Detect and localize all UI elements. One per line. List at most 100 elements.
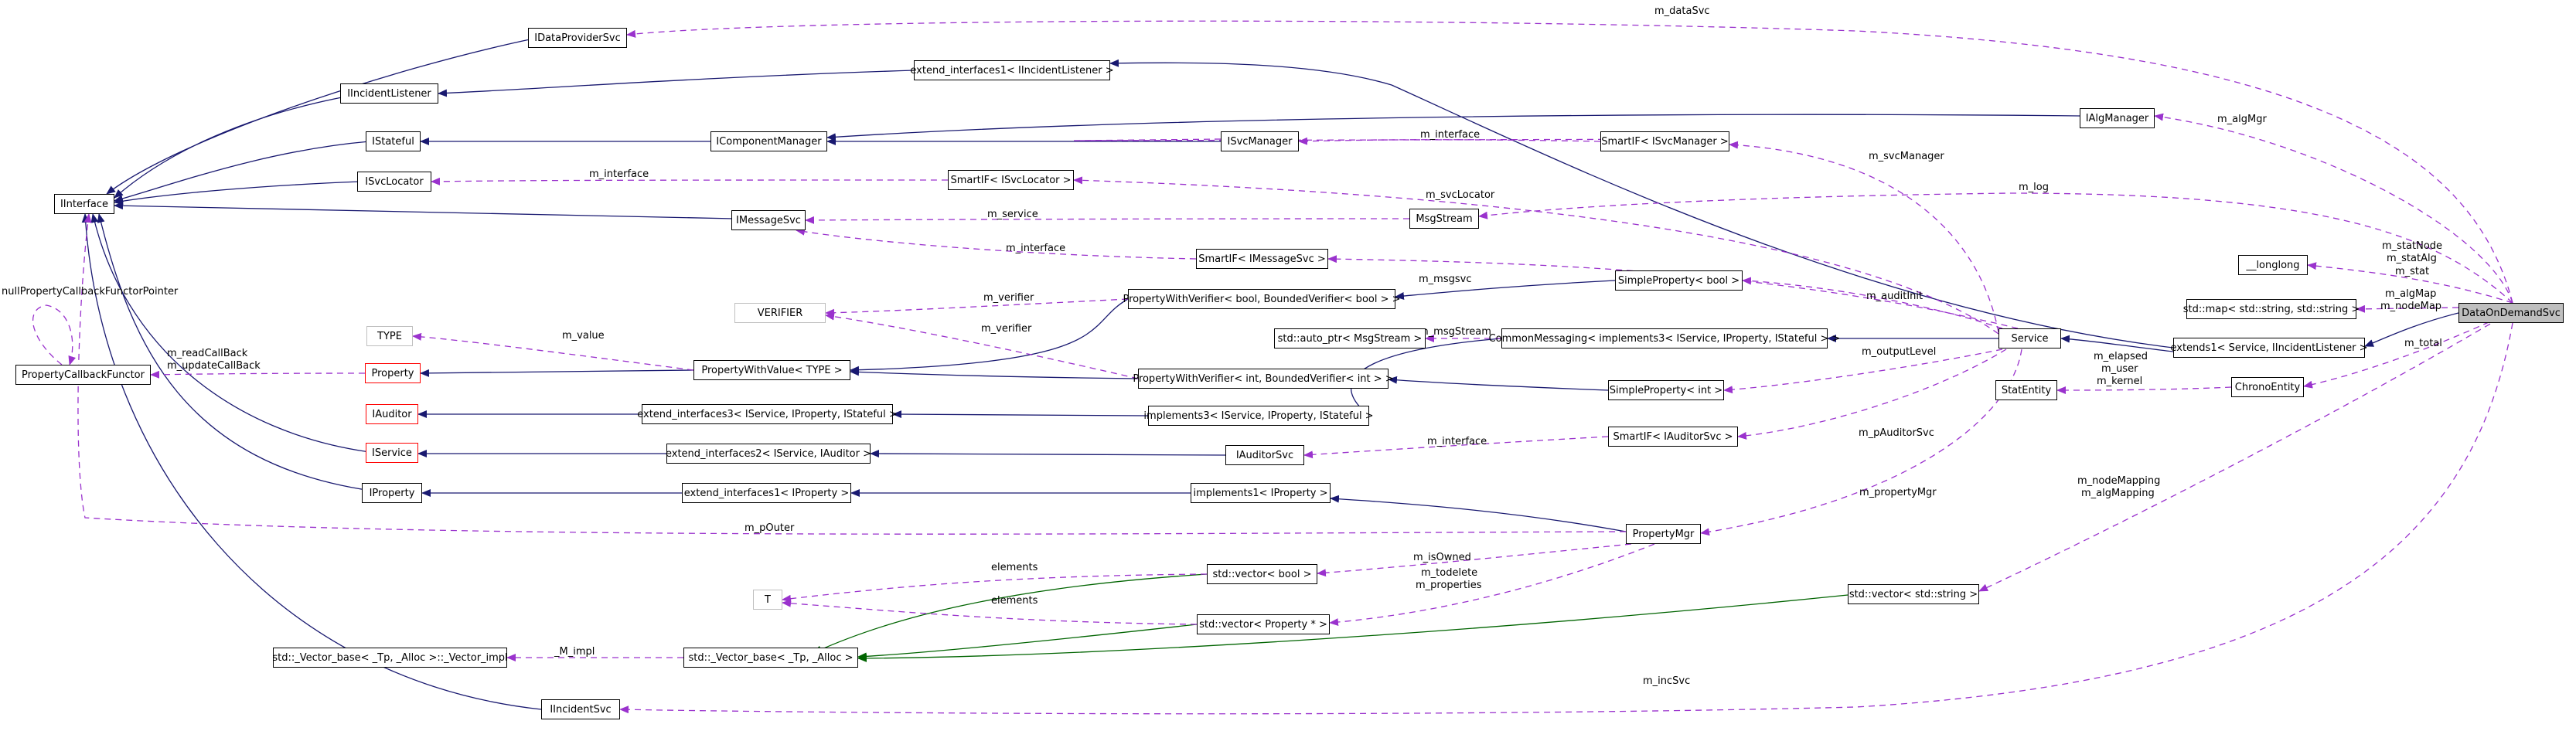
edge-label-m-msgsvc: m_msgsvc <box>1419 274 1471 285</box>
edge-label-m-elapsed: m_elapsed <box>2094 351 2148 362</box>
edge-elements-2 <box>782 599 1198 625</box>
class-node-vector-string[interactable]: std::vector< std::string > <box>1848 584 1979 604</box>
edge-propertymgr <box>1700 348 2022 536</box>
class-node-ext-if3[interactable]: extend_interfaces3< IService, IProperty,… <box>637 404 898 424</box>
class-node-iservice[interactable]: IService <box>366 443 418 463</box>
edge-readcallback <box>150 370 366 379</box>
edge-datasvc <box>626 20 2513 304</box>
class-node-iincidentsvc[interactable]: IIncidentSvc <box>541 699 620 719</box>
edge-label-m-verifier-2: m_verifier <box>981 323 1032 335</box>
class-node-idataprovidersvc[interactable]: IDataProviderSvc <box>528 28 627 48</box>
edge-pwvint-pwvalue <box>850 368 1139 379</box>
class-node-smartif-isvclocator[interactable]: SmartIF< ISvcLocator > <box>948 170 1074 190</box>
class-node-property[interactable]: Property <box>365 363 421 383</box>
edge-simplepropbool-pwvbool <box>1395 280 1616 301</box>
class-node-pwv-bool[interactable]: PropertyWithVerifier< bool, BoundedVerif… <box>1123 289 1401 309</box>
edge-label-m-interface-svcloc: m_interface <box>589 168 649 180</box>
class-node-propertymgr[interactable]: PropertyMgr <box>1626 524 1701 544</box>
edge-label-m-service: m_service <box>987 209 1038 220</box>
class-node-chronoentity[interactable]: ChronoEntity <box>2231 377 2304 397</box>
edge-label-m-outputlevel: m_outputLevel <box>1862 346 1936 358</box>
class-node-pwvalue-type[interactable]: PropertyWithValue< TYPE > <box>693 360 850 380</box>
edge-label-m-datasvc: m_dataSvc <box>1654 5 1710 17</box>
edge-pouter <box>77 213 1627 535</box>
class-node-imessagesvc[interactable]: IMessageSvc <box>731 210 806 230</box>
edge-label-m-total: m_total <box>2404 338 2442 349</box>
class-node-std-map[interactable]: std::map< std::string, std::string > <box>2183 299 2360 319</box>
edge-label-m-statalg: m_statAlg <box>2387 253 2437 264</box>
edge-nodemapping <box>1978 312 2510 592</box>
class-node-t[interactable]: T <box>753 590 782 610</box>
edge-istateful-iinterface <box>114 141 370 202</box>
class-node-auto-ptr-msgstream[interactable]: std::auto_ptr< MsgStream > <box>1274 328 1426 348</box>
edge-isvclocator-iinterface <box>114 181 361 206</box>
class-node-msgstream[interactable]: MsgStream <box>1409 209 1479 229</box>
edge-incsvc <box>619 322 2513 715</box>
edge-interface-svcmgr <box>1298 137 1601 145</box>
edge-label-m-interface-msg: m_interface <box>1006 243 1065 254</box>
class-node-istateful[interactable]: IStateful <box>366 131 421 151</box>
edge-auditinit <box>1742 277 2003 329</box>
edge-label-m-log: m_log <box>2019 182 2049 193</box>
class-node-vector-base[interactable]: std::_Vector_base< _Tp, _Alloc > <box>683 648 858 668</box>
edge-verifier-1 <box>825 298 1129 317</box>
class-node-longlong[interactable]: __longlong <box>2238 255 2308 275</box>
class-node-ext-if2[interactable]: extend_interfaces2< IService, IAuditor > <box>666 444 871 464</box>
edge-pauditorsvc <box>1737 348 2007 440</box>
class-node-smartif-imessagesvc[interactable]: SmartIF< IMessageSvc > <box>1196 249 1328 269</box>
class-node-vector-property[interactable]: std::vector< Property * > <box>1197 614 1330 634</box>
edge-label-m-readcallback: m_readCallBack <box>167 348 248 359</box>
edge-label-elements-2: elements <box>991 595 1038 607</box>
edge-label-m-todelete: m_todelete <box>1421 567 1477 579</box>
edge-label-m-svclocator: m_svcLocator <box>1426 189 1495 201</box>
class-node-iauditorsvc[interactable]: IAuditorSvc <box>1225 445 1304 465</box>
class-node-isvcmanager[interactable]: ISvcManager <box>1221 131 1299 151</box>
class-node-iincidentlistener[interactable]: IIncidentListener <box>340 83 438 104</box>
edge-log <box>1478 192 2513 304</box>
edge-iincidentlistener-iinterface <box>114 93 363 199</box>
edge-label-m-svcmanager: m_svcManager <box>1869 151 1944 162</box>
class-node-verifier[interactable]: VERIFIER <box>734 303 826 323</box>
edge-label-m-statnode: m_statNode <box>2382 240 2442 252</box>
edge-label-m-pauditorsvc: m_pAuditorSvc <box>1859 427 1934 439</box>
edge-vectorproperty-vectorbase <box>857 624 1198 661</box>
edge-svclocator <box>1073 176 1999 335</box>
edge-label-m-pouter: m_pOuter <box>745 522 795 534</box>
edge-elapsed <box>2056 386 2232 394</box>
class-node-icomponentmanager[interactable]: IComponentManager <box>710 131 827 151</box>
edge-interface-svcloc <box>431 177 949 185</box>
class-node-statentity[interactable]: StatEntity <box>1995 380 2057 400</box>
class-node-extends1[interactable]: extends1< Service, IIncidentListener > <box>2171 338 2368 358</box>
class-node-commonmessaging[interactable]: CommonMessaging< implements3< IService, … <box>1489 328 1840 348</box>
class-node-vector-bool[interactable]: std::vector< bool > <box>1207 564 1317 584</box>
class-node-pwv-int[interactable]: PropertyWithVerifier< int, BoundedVerifi… <box>1133 369 1394 389</box>
class-node-service[interactable]: Service <box>1998 328 2061 348</box>
class-node-type[interactable]: TYPE <box>366 326 413 346</box>
class-node-iproperty[interactable]: IProperty <box>362 483 422 503</box>
class-node-vector-impl[interactable]: std::_Vector_base< _Tp, _Alloc >::_Vecto… <box>272 648 508 668</box>
class-node-smartif-isvcmanager[interactable]: SmartIF< ISvcManager > <box>1600 131 1729 151</box>
class-node-ialgmanager[interactable]: IAlgManager <box>2080 108 2155 128</box>
edge-label-m-nodemap: m_nodeMap <box>2380 301 2441 312</box>
class-node-smartif-iauditorsvc[interactable]: SmartIF< IAuditorSvc > <box>1608 427 1738 447</box>
edge-todelete <box>1329 543 1655 627</box>
class-node-implements3[interactable]: implements3< IService, IProperty, IState… <box>1143 406 1374 426</box>
class-node-ext-iil[interactable]: extend_interfaces1< IIncidentListener > <box>910 60 1114 80</box>
class-node-propertycallbackfunctor[interactable]: PropertyCallbackFunctor <box>15 365 151 385</box>
null-property-callback-functor-pointer-label: nullPropertyCallbackFunctorPointer <box>2 286 179 298</box>
class-node-simpleproperty-bool[interactable]: SimpleProperty< bool > <box>1615 270 1743 291</box>
class-node-simpleproperty-int[interactable]: SimpleProperty< int > <box>1608 380 1724 400</box>
class-node-dataondemandsvc[interactable]: DataOnDemandSvc <box>2458 303 2564 323</box>
edge-vectorbool-vectorbase <box>813 573 1208 654</box>
edge-extends1-service <box>2060 335 2174 352</box>
edge-algmgr <box>2154 113 2513 304</box>
edge-ialgmanager-icomponentmanager <box>826 114 2080 141</box>
class-node-ext-if1-iproperty[interactable]: extend_interfaces1< IProperty > <box>682 483 851 503</box>
class-node-implements1-iproperty[interactable]: implements1< IProperty > <box>1191 483 1331 503</box>
edge-elements-1 <box>782 573 1208 603</box>
class-node-iinterface[interactable]: IInterface <box>54 194 114 214</box>
class-node-isvclocator[interactable]: ISvcLocator <box>357 172 431 192</box>
class-node-iauditor[interactable]: IAuditor <box>366 404 418 424</box>
edge-label-m-algmgr: m_algMgr <box>2217 114 2267 125</box>
edge-imessagesvc-iinterface <box>114 202 735 219</box>
